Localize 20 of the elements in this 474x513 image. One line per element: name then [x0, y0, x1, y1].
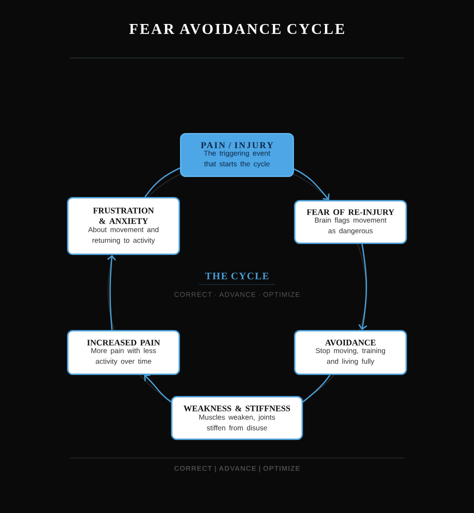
arrow [107, 255, 116, 330]
center-heading: THE CYCLE [205, 272, 268, 280]
step-box [171, 396, 303, 440]
step-box [294, 330, 407, 375]
arrow [294, 168, 330, 200]
step-title: INCREASED PAIN [87, 340, 160, 346]
step-box [180, 133, 294, 177]
arrow [358, 244, 368, 330]
connector-line [144, 167, 180, 198]
arrow [144, 374, 172, 403]
step-box [67, 330, 180, 375]
step-title: WEAKNESS & STIFFNESS [184, 406, 290, 412]
step-title: FRUSTRATION & ANXIETY [93, 208, 154, 224]
connector-line [302, 374, 331, 402]
step-box [67, 197, 180, 255]
title: FEAR AVOIDANCE CYCLE [129, 24, 344, 34]
step-box [294, 200, 407, 244]
step-title: PAIN / INJURY [200, 142, 274, 148]
step-title: AVOIDANCE [325, 340, 376, 346]
step-title: FEAR OF RE-INJURY [306, 209, 394, 215]
